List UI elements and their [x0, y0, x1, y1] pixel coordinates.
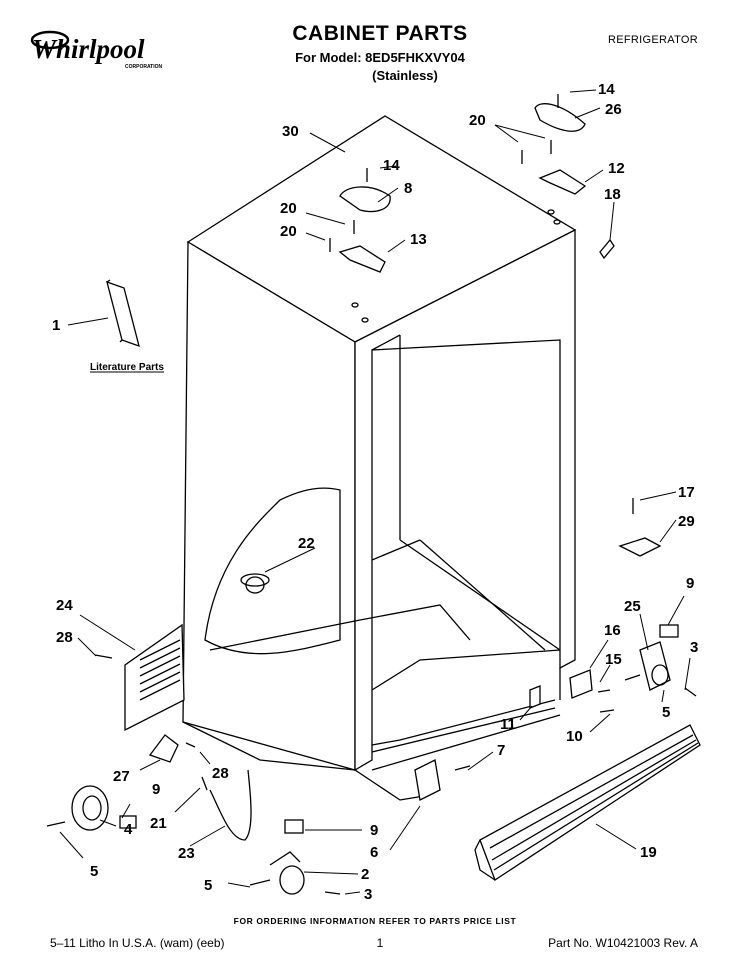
callout-3-bottom: 3	[364, 886, 372, 903]
cabinet-cutaway	[204, 487, 341, 655]
part-9-pad-right	[659, 624, 679, 638]
part-27-bracket	[148, 734, 179, 763]
part-29-bracket	[618, 537, 662, 557]
callout-22: 22	[298, 535, 315, 552]
part-number: Part No. W10421003 Rev. A	[548, 936, 698, 950]
callout-23: 23	[178, 845, 195, 862]
callout-1: 1	[52, 317, 60, 334]
literature-parts-label: Literature Parts	[90, 362, 164, 373]
callout-5-left: 5	[90, 863, 98, 880]
callout-20-right: 20	[469, 112, 486, 129]
callout-9-right: 9	[686, 575, 694, 592]
callout-9-center: 9	[370, 822, 378, 839]
part-18-clip	[599, 238, 615, 260]
callout-25: 25	[624, 598, 641, 615]
callout-29: 29	[678, 513, 695, 530]
callout-19: 19	[640, 844, 657, 861]
leader-lines	[59, 89, 691, 895]
part-13-hinge	[338, 245, 386, 273]
callout-21: 21	[150, 815, 167, 832]
callout-11: 11	[500, 716, 516, 733]
callout-14-center: 14	[383, 157, 400, 174]
part-8-hinge-cover	[339, 186, 391, 213]
screws	[46, 94, 697, 895]
part-9-pad-left	[119, 815, 137, 829]
callout-15: 15	[605, 651, 622, 668]
callout-7: 7	[497, 742, 505, 759]
part-24-panel	[124, 623, 185, 732]
callout-10: 10	[566, 728, 583, 745]
callout-28-left: 28	[56, 629, 73, 646]
callout-28-bottom: 28	[212, 765, 229, 782]
callout-5-bottom: 5	[204, 877, 212, 894]
printing-info: 5–11 Litho In U.S.A. (wam) (eeb)	[50, 936, 225, 950]
part-23-tube	[209, 769, 252, 841]
callout-12: 12	[608, 160, 625, 177]
model-finish: (Stainless)	[372, 68, 438, 83]
part-24-vents	[139, 639, 181, 701]
callout-24: 24	[56, 597, 73, 614]
page-number: 1	[376, 936, 384, 950]
callout-3-right: 3	[690, 639, 698, 656]
part-2-roller	[279, 865, 305, 895]
callout-17: 17	[678, 484, 695, 501]
model-number: For Model: 8ED5FHKXVY04	[295, 50, 465, 65]
callout-20-lower: 20	[280, 223, 297, 240]
page-title: CABINET PARTS	[292, 22, 468, 45]
callout-13: 13	[410, 231, 427, 248]
callout-30: 30	[282, 123, 299, 140]
part-25-roller-bracket	[639, 641, 671, 691]
part-22-grommet	[240, 573, 270, 587]
callout-20-center: 20	[280, 200, 297, 217]
ordering-info-note: FOR ORDERING INFORMATION REFER TO PARTS …	[233, 916, 517, 926]
part-26-hinge-cover	[534, 103, 586, 132]
callout-4: 4	[124, 821, 133, 838]
callout-8: 8	[404, 180, 412, 197]
whirlpool-logo: Whirlpool CORPORATION	[30, 26, 180, 72]
appliance-category: REFRIGERATOR	[608, 34, 698, 46]
callout-26: 26	[605, 101, 622, 118]
callout-18: 18	[604, 186, 621, 203]
part-6-bracket	[414, 759, 441, 801]
callout-9-left: 9	[152, 781, 160, 798]
callout-14-right: 14	[598, 81, 615, 98]
callout-2: 2	[361, 866, 369, 883]
callout-6: 6	[370, 844, 378, 861]
part-11-clip	[529, 685, 541, 709]
part-1-literature	[106, 280, 140, 348]
part-9-pad-center	[284, 819, 304, 834]
callout-5-right: 5	[662, 704, 670, 721]
svg-text:CORPORATION: CORPORATION	[125, 64, 163, 70]
part-16-bracket	[569, 669, 593, 699]
callout-16: 16	[604, 622, 621, 639]
svg-text:Whirlpool: Whirlpool	[32, 34, 145, 64]
part-4-wheel	[71, 785, 109, 831]
cabinet-right-flange	[354, 228, 576, 772]
callout-27: 27	[113, 768, 130, 785]
part-12-hinge	[538, 169, 587, 195]
